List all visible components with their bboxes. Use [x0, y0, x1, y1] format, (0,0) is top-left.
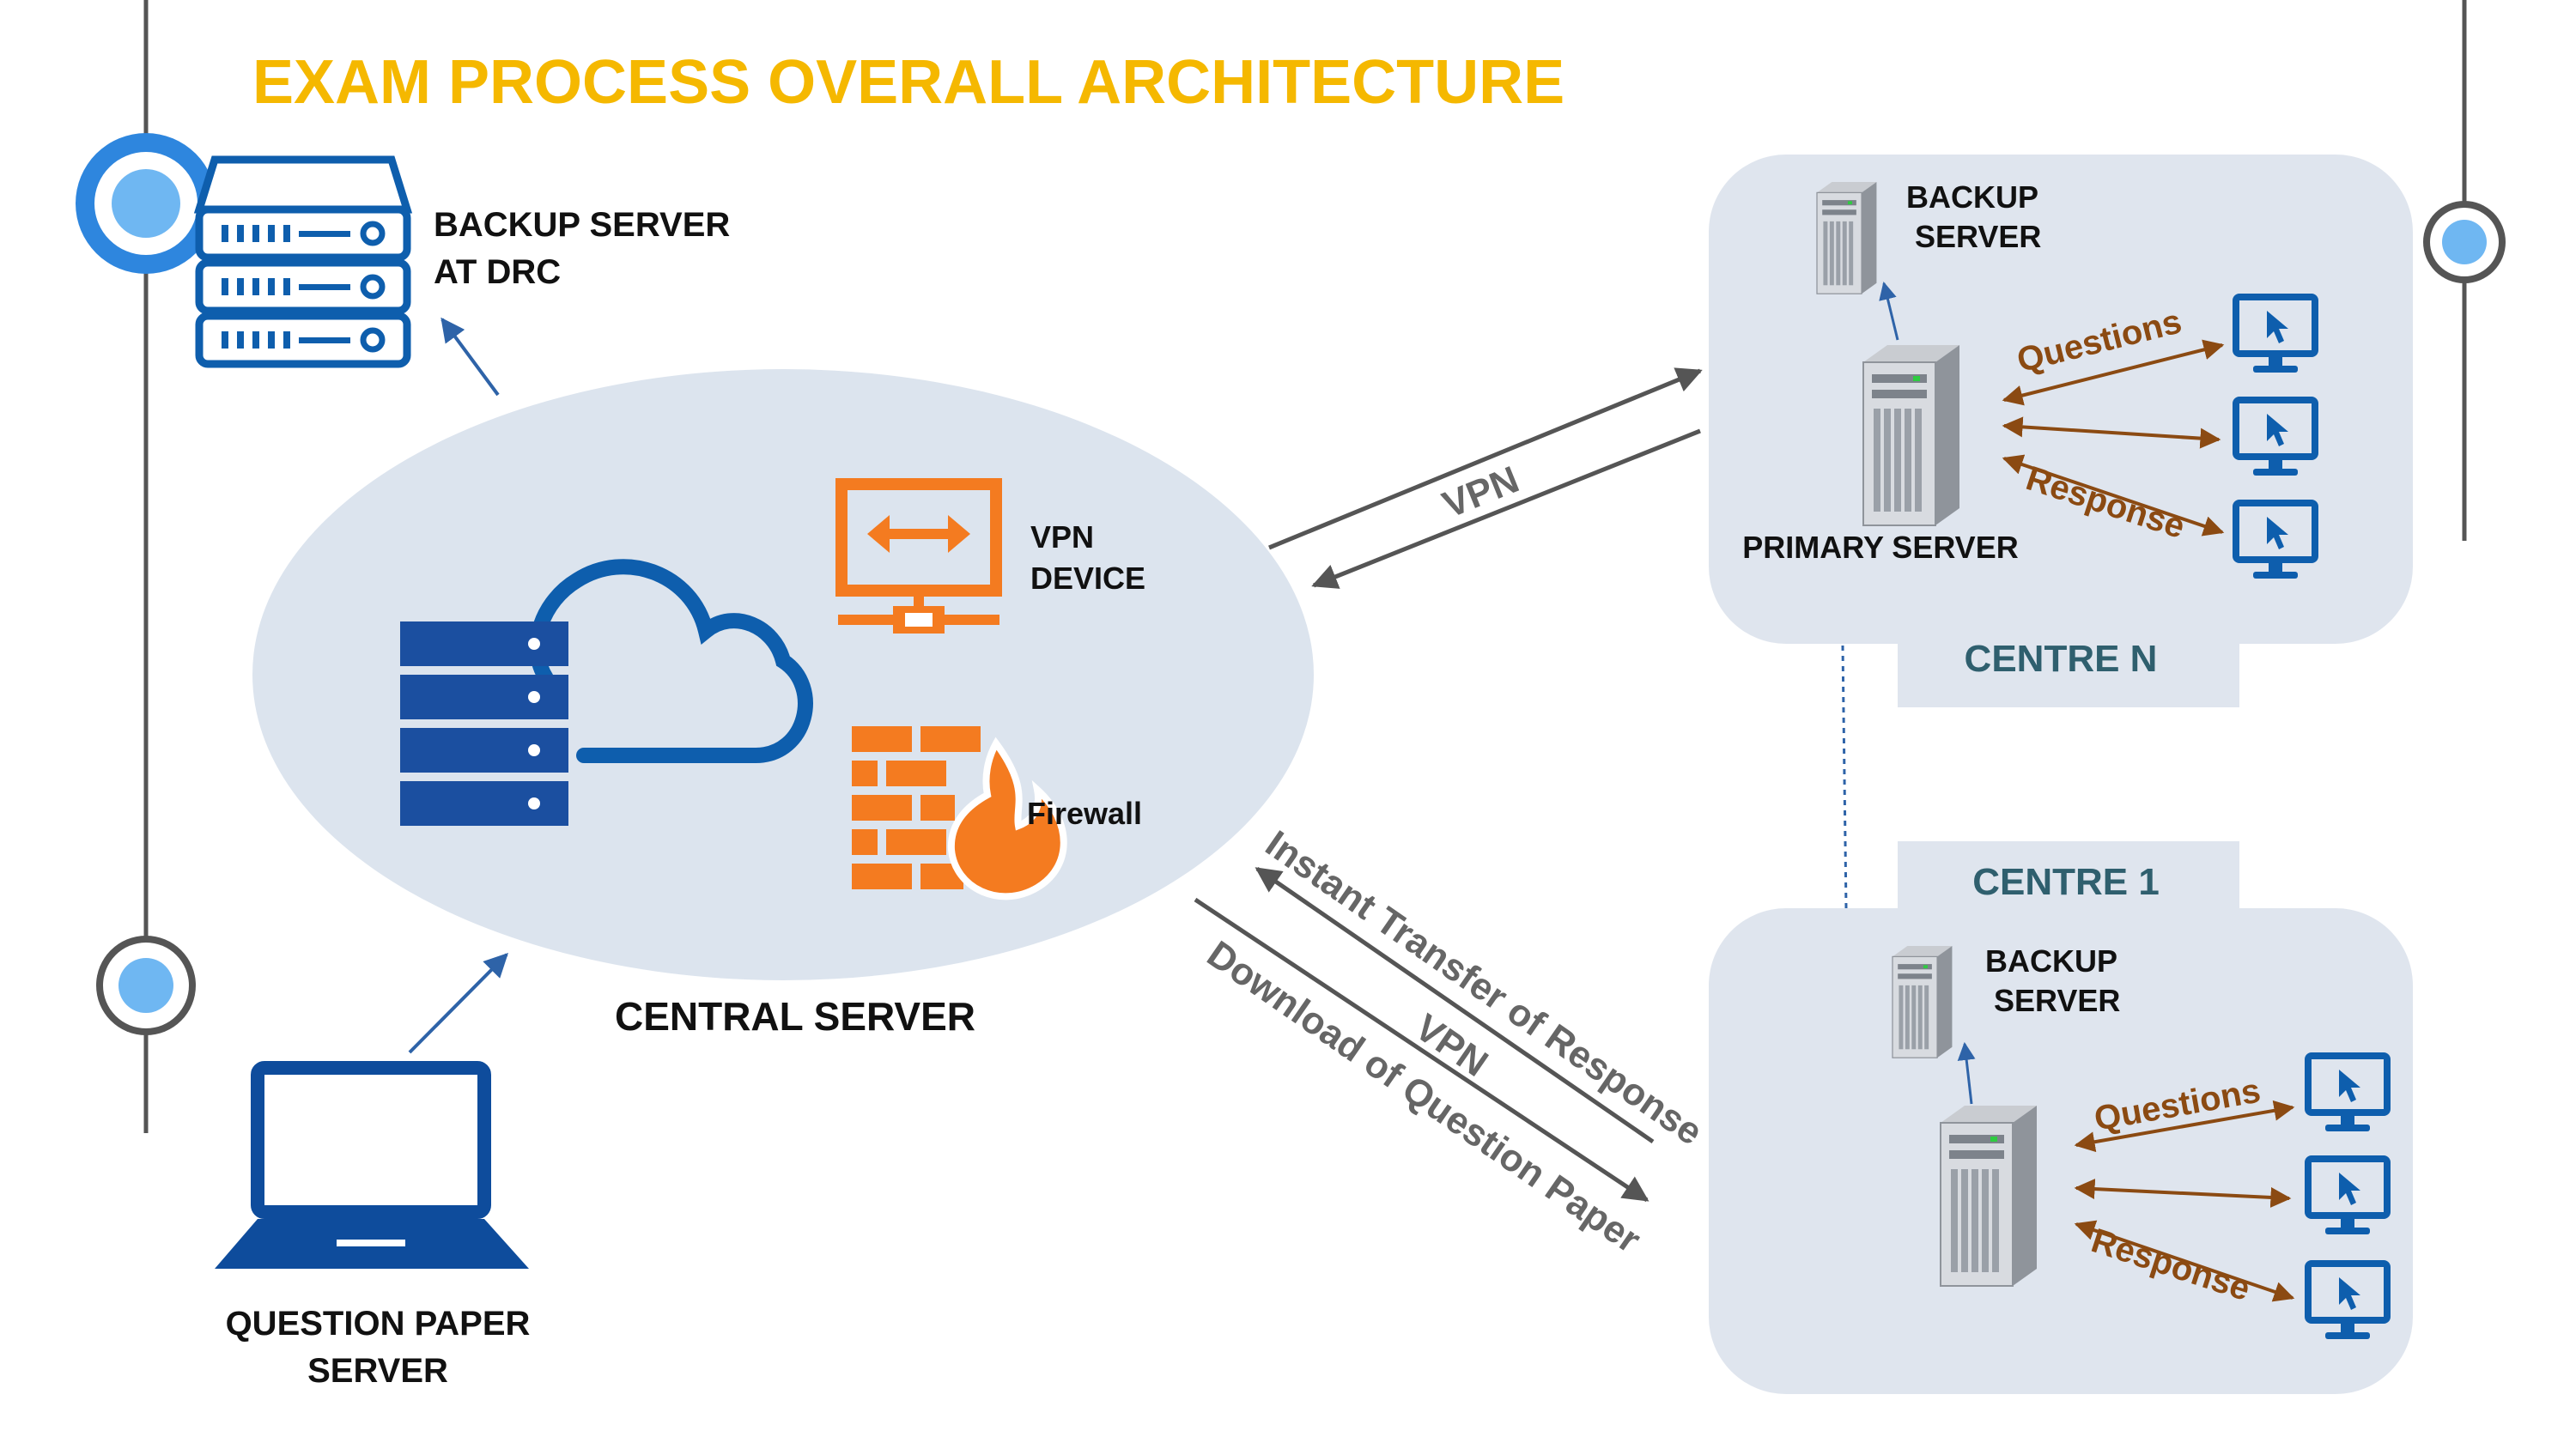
- vpn-device-icon: [835, 478, 1002, 634]
- page-title: EXAM PROCESS OVERALL ARCHITECTURE: [252, 48, 1564, 117]
- firewall-label: Firewall: [1027, 796, 1142, 831]
- centre-n-label: CENTRE N: [1965, 638, 2158, 680]
- backup-server-rack-icon: [193, 155, 413, 368]
- centre-1-flow-arrow-2: [2074, 1179, 2292, 1208]
- backup-drc-label-line1: BACKUP SERVER: [434, 206, 730, 244]
- centre-1-label: CENTRE 1: [1972, 861, 2160, 903]
- centre-1-backup-label-line2: SERVER: [1994, 983, 2120, 1018]
- centre-1-primary-server-icon: [1940, 1105, 2038, 1287]
- centre-1-primary-to-backup-arrow: [1957, 1041, 1976, 1105]
- vpn-link-to-centre-n: [1268, 367, 1703, 550]
- instant-transfer-arrow: [1255, 866, 1655, 1144]
- arrow-central-to-backup: [440, 317, 500, 397]
- cloud-server-icon: [400, 559, 813, 826]
- vpn-link-from-centre-n: [1311, 428, 1701, 589]
- timeline-circle-top-left: [76, 133, 216, 274]
- timeline-circle-bottom-left: [96, 936, 196, 1035]
- centre-n-backup-label-line1: BACKUP: [1906, 179, 2038, 215]
- backup-drc-label-line2: AT DRC: [434, 253, 561, 291]
- centre-n-flow-arrow-1: [2002, 339, 2225, 406]
- centre-1-flow-arrow-3: [2074, 1220, 2295, 1302]
- centre-n-flow-arrow-3: [2002, 454, 2225, 537]
- centre-n-backup-server-icon: [1816, 181, 1878, 294]
- timeline-circle-right: [2423, 201, 2506, 283]
- arrow-qp-to-central: [408, 953, 508, 1054]
- centre-n-flow-arrow-2: [2002, 416, 2221, 449]
- vpn-device-label-line1: VPN: [1030, 519, 1094, 555]
- centre-1-backup-server-icon: [1892, 945, 1953, 1058]
- qp-server-label-line1: QUESTION PAPER: [226, 1305, 531, 1343]
- vpn-top-label: VPN: [1437, 458, 1524, 526]
- qp-server-label-line2: SERVER: [307, 1352, 448, 1390]
- central-server-label: CENTRAL SERVER: [615, 994, 975, 1039]
- centre-connector-dotted: [1841, 645, 1848, 909]
- centre-n-primary-server-icon: [1862, 344, 1960, 526]
- centre-n-primary-to-backup-arrow: [1879, 281, 1899, 341]
- download-arrow: [1194, 897, 1649, 1203]
- centre-1-backup-label-line1: BACKUP: [1985, 943, 2117, 979]
- laptop-icon: [215, 1061, 529, 1269]
- vpn-device-label-line2: DEVICE: [1030, 561, 1145, 596]
- centre-1-flow-arrow-1: [2074, 1100, 2295, 1153]
- centre-n-backup-label-line2: SERVER: [1915, 219, 2041, 254]
- centre-n-primary-label: PRIMARY SERVER: [1742, 530, 2018, 565]
- firewall-icon: [852, 726, 1067, 900]
